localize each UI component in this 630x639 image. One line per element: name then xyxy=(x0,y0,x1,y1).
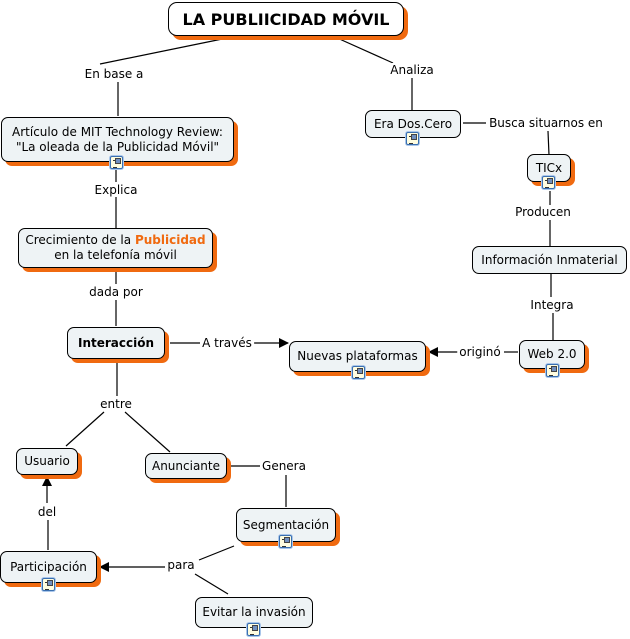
articulo-line1: Artículo de MIT Technology Review: xyxy=(12,124,223,139)
link-label-dada-por: dada por xyxy=(87,285,145,299)
web20-text: Web 2.0 xyxy=(527,347,577,361)
era-text: Era Dos.Cero xyxy=(373,116,453,131)
link-label-busca: Busca situarnos en xyxy=(487,116,605,130)
line-entre-anunciante xyxy=(124,411,171,453)
crecimiento-highlight: Publicidad xyxy=(134,233,206,247)
line-entre-usuario xyxy=(65,411,105,447)
participacion-text: Participación xyxy=(10,559,87,574)
line-root-enbase xyxy=(99,36,233,65)
concept-participacion[interactable]: Participación xyxy=(0,551,97,583)
interaccion-text: Interacción xyxy=(77,335,155,350)
link-label-producen: Producen xyxy=(513,205,573,219)
resource-document-icon[interactable] xyxy=(352,366,365,379)
line-busca-ticx xyxy=(547,130,550,156)
link-label-integra: Integra xyxy=(528,298,576,312)
line-evitar-para xyxy=(194,573,229,595)
link-label-en-base-a: En base a xyxy=(82,67,146,81)
link-label-para: para xyxy=(165,558,197,572)
resource-document-icon[interactable] xyxy=(110,156,123,169)
link-label-entre: entre xyxy=(98,397,134,411)
concept-web-20[interactable]: Web 2.0 xyxy=(519,340,585,369)
ticx-text: TICx xyxy=(535,160,563,175)
resource-document-icon[interactable] xyxy=(406,132,419,145)
root-concept[interactable]: LA PUBLIICIDAD MÓVIL xyxy=(168,2,404,36)
anunciante-text: Anunciante xyxy=(151,458,220,473)
crecimiento-line1: Crecimiento de la Publicidad xyxy=(25,233,205,248)
resource-document-icon[interactable] xyxy=(279,535,292,548)
resource-document-icon[interactable] xyxy=(546,364,559,377)
resource-document-icon[interactable] xyxy=(247,623,260,636)
info-text: Información Inmaterial xyxy=(481,252,618,267)
link-label-del: del xyxy=(35,505,59,519)
resource-document-icon[interactable] xyxy=(42,578,55,591)
resource-document-icon[interactable] xyxy=(542,176,555,189)
line-segm-para xyxy=(198,545,235,561)
link-label-a-traves: A través xyxy=(200,336,254,350)
nuevas-text: Nuevas plataformas xyxy=(297,349,418,363)
concept-evitar-invasion[interactable]: Evitar la invasión xyxy=(195,597,313,628)
link-label-analiza: Analiza xyxy=(388,63,436,77)
root-concept-text: LA PUBLIICIDAD MÓVIL xyxy=(182,9,390,29)
concept-interaccion[interactable]: Interacción xyxy=(67,327,165,359)
link-label-origino: originó xyxy=(457,345,503,359)
concept-crecimiento[interactable]: Crecimiento de la Publicidad en la telef… xyxy=(18,228,213,268)
concept-informacion-inmaterial[interactable]: Información Inmaterial xyxy=(472,246,627,274)
evitar-text: Evitar la invasión xyxy=(202,605,306,619)
concept-usuario[interactable]: Usuario xyxy=(16,448,78,475)
link-label-genera: Genera xyxy=(260,459,308,473)
articulo-line2: "La oleada de la Publicidad Móvil" xyxy=(15,139,220,154)
segmentacion-text: Segmentación xyxy=(242,517,330,532)
link-label-explica: Explica xyxy=(92,183,140,197)
concept-anunciante[interactable]: Anunciante xyxy=(145,453,227,479)
usuario-text: Usuario xyxy=(24,454,70,468)
concept-articulo[interactable]: Artículo de MIT Technology Review: "La o… xyxy=(1,117,234,162)
crecimiento-pre: Crecimiento de la xyxy=(25,233,135,247)
crecimiento-line2: en la telefonía móvil xyxy=(54,248,177,262)
line-root-analiza xyxy=(334,36,394,64)
